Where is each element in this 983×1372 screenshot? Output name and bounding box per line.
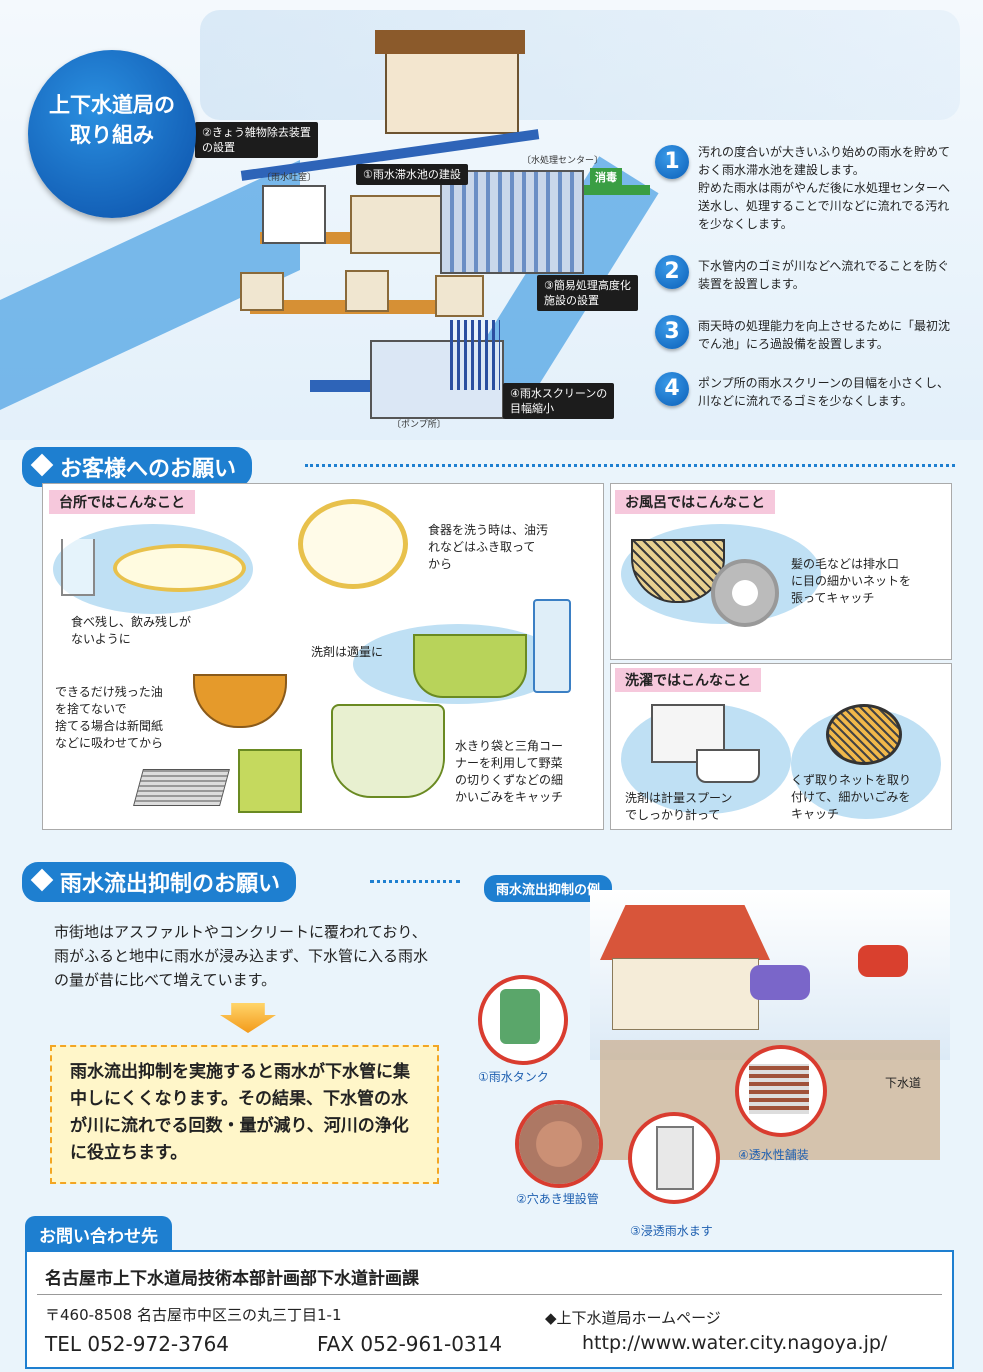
laundry-panel: 洗濯ではこんなこと 洗剤は計量スプーン でしっかり計って くず取りネットを取り … [610,663,952,830]
kitchen-tag: 台所ではこんなこと [49,490,195,514]
permeable-pavement-icon [749,1064,809,1114]
label-pump: 〔ポンプ所〕 [392,420,446,430]
arrow-down-icon [220,1003,276,1033]
oil-pot-icon [238,749,302,813]
treatment-plant [440,170,584,274]
item-4-label: ④透水性舗装 [738,1148,809,1162]
laundry-text-1: 洗剤は計量スプーン でしっかり計って [625,791,733,822]
permeable-pavement-circle [735,1045,827,1137]
item-2-label: ②穴あき埋設管 [516,1192,599,1206]
measure-4-number: 4 [655,372,689,406]
contact-divider [37,1294,942,1295]
top-diagram: 〔雨水吐室〕 〔水処理センター〕 〔ポンプ所〕 消毒 ①雨水滞水池の建設 ②きょ… [0,0,983,440]
dish-wiping-icon [298,499,408,589]
rain-screen [450,320,500,390]
dotted-rule-2 [370,880,460,883]
section-title-runoff-text: 雨水流出抑制のお願い [60,872,281,897]
junction-box-3 [435,275,484,317]
contact-org: 名古屋市上下水道局技術本部計画部下水道計画課 [45,1269,419,1289]
kitchen-panel: 台所ではこんなこと 食べ残し、飲み残しが ないように 食器を洗う時は、油汚 れな… [42,483,604,830]
kitchen-text-1: 食べ残し、飲み残しが ないように [71,615,192,646]
measure-3-text: 雨天時の処理能力を向上させるために「最初沈でん池」にろ過設備を設置します。 [698,319,951,351]
callout-2: ②きょう雑物除去装置 の設置 [195,122,318,158]
scene-house-roof [600,905,770,960]
wash-bowl-icon [413,634,527,698]
example-tag: 雨水流出抑制の例 [484,875,613,902]
section-title-runoff: 雨水流出抑制のお願い [22,862,297,902]
house-roof [375,30,525,54]
retention-pond [350,195,449,254]
measure-1-text: 汚れの度合いが大きいふり始めの雨水を貯めておく雨水滞水池を建設します。 貯めた雨… [698,145,951,231]
measure-2-text: 下水管内のゴミが川などへ流れでることを防ぐ装置を設置します。 [698,259,950,291]
homepage-url[interactable]: http://www.water.city.nagoya.jp/ [582,1332,888,1354]
frying-pan-icon [193,674,287,728]
newspaper-icon [133,769,230,806]
initiatives-badge: 上下水道局の 取り組み [28,50,196,218]
scene-house-wall [612,958,759,1030]
bath-tag: お風呂ではこんなこと [615,490,775,514]
contact-fax: FAX 052-961-0314 [317,1332,503,1356]
bath-panel: お風呂ではこんなこと 髪の毛などは排水口 に目の細かいネットを 張ってキャッチ [610,483,952,660]
glass-icon [61,539,95,596]
lint-net-icon [826,704,902,765]
sewer-label: 下水道 [885,1076,922,1090]
section-title-request: お客様へのお願い [22,447,253,487]
rain-tank-icon [500,989,540,1044]
bath-text-1: 髪の毛などは排水口 に目の細かいネットを 張ってキャッチ [791,557,912,605]
kitchen-text-5: 水きり袋と三角コー ナーを利用して野菜 の切りくずなどの細 かいごみをキャッチ [455,739,564,804]
callout-1: ①雨水滞水池の建設 [356,164,468,185]
callout-4: ④雨水スクリーンの 目幅縮小 [503,383,615,419]
runoff-result-text: 雨水流出抑制を実施すると雨水が下水管に集中しにくくなります。その結果、下水管の水… [70,1062,410,1163]
kitchen-text-4: できるだけ残った油 を捨てないで 捨てる場合は新聞紙 などに吸わせてから [55,685,164,750]
label-disinfect: 消毒 [590,168,622,186]
measure-1-number: 1 [655,145,689,179]
measure-4-text: ポンプ所の雨水スクリーンの目幅を小さくし、川などに流れでるゴミを少なくします。 [698,376,950,408]
contact-tab: お問い合わせ先 [25,1216,172,1253]
pipe-green [580,185,650,195]
scene-car-purple [750,965,810,1000]
scene-car-red [858,945,908,977]
kitchen-text-2: 食器を洗う時は、油汚 れなどはふき取って から [428,523,549,571]
rain-tank-circle [478,975,568,1065]
perforated-pipe-icon [519,1104,599,1184]
dotted-rule [305,464,955,467]
runoff-result-box: 雨水流出抑制を実施すると雨水が下水管に集中しにくくなります。その結果、下水管の水… [50,1045,439,1184]
contact-tel: TEL 052-972-3764 [45,1332,230,1356]
background-title-art [200,10,960,120]
house-illustration [385,50,519,134]
label-plant: 〔水処理センター〕 [522,156,604,166]
measure-3-number: 3 [655,315,689,349]
junction-box-1 [240,272,284,311]
label-discharge: 〔雨水吐室〕 [262,173,317,183]
sink-corner-icon [331,704,445,798]
homepage-label: ◆上下水道局ホームページ [545,1309,721,1327]
runoff-intro: 市街地はアスファルトやコンクリートに覆われており、雨がふると地中に雨水が浸み込ま… [54,923,428,989]
section-title-request-text: お客様へのお願い [60,457,237,482]
laundry-tag: 洗濯ではこんなこと [615,668,761,692]
junction-box-2 [345,270,389,312]
infiltration-basin-icon [656,1126,694,1190]
item-1-label: ①雨水タンク [478,1070,549,1084]
detergent-bottle-icon [533,599,571,693]
drain-cover-icon [711,559,779,627]
measure-2-number: 2 [655,255,689,289]
infiltration-basin-circle [628,1112,720,1204]
laundry-text-2: くず取りネットを取り 付けて、細かいごみを キャッチ [791,773,912,821]
item-3-label: ③浸透雨水ます [630,1224,713,1238]
plate-icon [113,544,246,592]
measuring-spoon-icon [696,749,760,783]
contact-address: 〒460-8508 名古屋市中区三の丸三丁目1-1 [45,1306,342,1324]
kitchen-text-3: 洗剤は適量に [311,645,384,659]
callout-3: ③簡易処理高度化 施設の設置 [537,275,638,311]
perforated-pipe-circle [515,1100,603,1188]
contact-box: 名古屋市上下水道局技術本部計画部下水道計画課 〒460-8508 名古屋市中区三… [25,1250,954,1369]
badge-text: 上下水道局の 取り組み [49,93,175,147]
discharge-chamber [262,185,326,244]
